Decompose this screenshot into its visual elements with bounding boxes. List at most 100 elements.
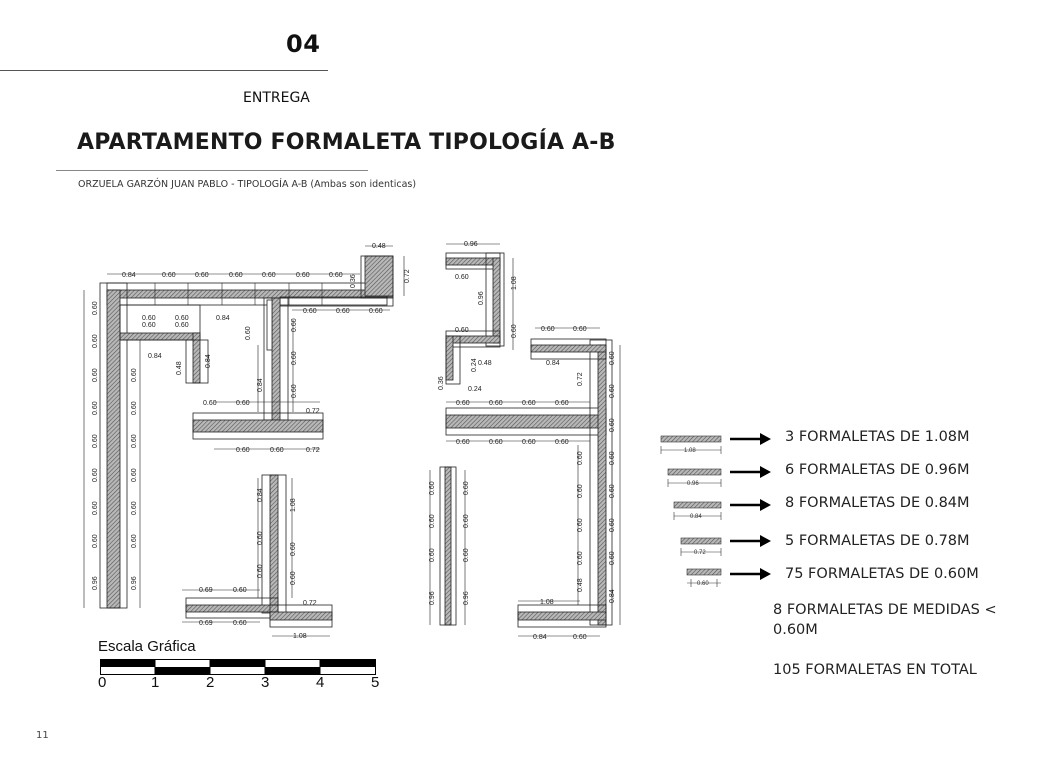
svg-text:0.60: 0.60 — [455, 327, 469, 334]
svg-text:0.60: 0.60 — [131, 468, 138, 482]
svg-text:0.72: 0.72 — [303, 600, 317, 607]
svg-text:0.60: 0.60 — [463, 481, 470, 495]
legend-item-1-08: 3 FORMALETAS DE 1.08M — [785, 429, 970, 445]
svg-text:0.60: 0.60 — [131, 368, 138, 382]
title-divider — [56, 170, 368, 171]
svg-text:0.60: 0.60 — [175, 315, 189, 322]
svg-text:0.72: 0.72 — [577, 372, 584, 386]
svg-text:0.72: 0.72 — [306, 447, 320, 454]
legend-item-0-60: 75 FORMALETAS DE 0.60M — [785, 566, 979, 582]
scale-ticks: 0 1 2 3 4 5 — [94, 674, 394, 694]
arrow-right-icon — [730, 535, 771, 547]
svg-text:0.60: 0.60 — [609, 518, 616, 532]
page-number: 11 — [36, 730, 49, 741]
svg-text:0.96: 0.96 — [92, 576, 99, 590]
svg-text:0.60: 0.60 — [522, 400, 536, 407]
svg-text:0.60: 0.60 — [233, 620, 247, 627]
svg-text:0.96: 0.96 — [464, 241, 478, 248]
svg-text:1.08: 1.08 — [540, 599, 554, 606]
svg-text:0.60: 0.60 — [262, 272, 276, 279]
svg-text:0.60: 0.60 — [336, 308, 350, 315]
svg-text:0.36: 0.36 — [438, 376, 445, 390]
page-title: APARTAMENTO FORMALETA TIPOLOGÍA A-B — [77, 130, 616, 155]
svg-text:0.60: 0.60 — [142, 315, 156, 322]
svg-text:0.60: 0.60 — [92, 434, 99, 448]
arrow-right-icon — [730, 499, 771, 511]
svg-text:0.96: 0.96 — [429, 591, 436, 605]
header-divider — [0, 70, 328, 71]
arrow-right-icon — [730, 466, 771, 478]
svg-text:0.60: 0.60 — [236, 447, 250, 454]
svg-text:0.24: 0.24 — [468, 386, 482, 393]
svg-text:0.60: 0.60 — [92, 334, 99, 348]
dimension-labels: 0.84 0.60 0.60 0.60 0.60 0.60 0.60 0.48 … — [122, 241, 587, 641]
svg-text:0.60: 0.60 — [609, 418, 616, 432]
svg-text:0.60: 0.60 — [697, 581, 709, 587]
page-subtitle: ORZUELA GARZÓN JUAN PABLO - TIPOLOGÍA A-… — [78, 179, 417, 190]
svg-text:0.60: 0.60 — [429, 514, 436, 528]
section-number: 04 — [286, 30, 321, 58]
svg-text:0.60: 0.60 — [489, 439, 503, 446]
svg-text:1.08: 1.08 — [511, 276, 518, 290]
svg-text:0.69: 0.69 — [199, 587, 213, 594]
svg-text:0.60: 0.60 — [609, 451, 616, 465]
graphic-scale-bar — [100, 659, 376, 675]
scale-tick: 3 — [261, 674, 270, 691]
svg-text:0.60: 0.60 — [456, 400, 470, 407]
legend-item-0-96: 6 FORMALETAS DE 0.96M — [785, 462, 970, 478]
svg-text:0.84: 0.84 — [533, 634, 547, 641]
svg-text:0.60: 0.60 — [245, 326, 252, 340]
svg-text:0.60: 0.60 — [577, 484, 584, 498]
svg-text:0.60: 0.60 — [511, 324, 518, 338]
svg-text:0.48: 0.48 — [372, 243, 386, 250]
svg-text:0.60: 0.60 — [291, 351, 298, 365]
svg-text:0.60: 0.60 — [131, 501, 138, 515]
formwork-floor-plans: 0.84 0.60 0.60 0.60 0.60 0.60 0.60 0.48 … — [83, 241, 621, 641]
svg-text:0.84: 0.84 — [690, 514, 702, 520]
svg-text:0.60: 0.60 — [236, 400, 250, 407]
svg-text:0.84: 0.84 — [122, 272, 136, 279]
svg-text:0.60: 0.60 — [142, 322, 156, 329]
svg-text:0.60: 0.60 — [257, 564, 264, 578]
svg-text:0.60: 0.60 — [573, 326, 587, 333]
svg-text:0.60: 0.60 — [291, 384, 298, 398]
svg-text:0.60: 0.60 — [463, 548, 470, 562]
svg-text:0.60: 0.60 — [541, 326, 555, 333]
scale-tick: 2 — [206, 674, 215, 691]
svg-text:0.60: 0.60 — [92, 401, 99, 415]
scale-tick: 5 — [371, 674, 380, 691]
arrow-right-icon — [730, 433, 771, 445]
svg-text:0.84: 0.84 — [148, 353, 162, 360]
svg-text:0.60: 0.60 — [195, 272, 209, 279]
small-formwork-note: 8 FORMALETAS DE MEDIDAS < 0.60M — [773, 602, 997, 638]
svg-text:0.96: 0.96 — [687, 481, 699, 487]
svg-text:0.84: 0.84 — [216, 315, 230, 322]
svg-text:0.60: 0.60 — [609, 484, 616, 498]
svg-text:0.60: 0.60 — [233, 587, 247, 594]
svg-text:0.60: 0.60 — [131, 434, 138, 448]
svg-text:0.60: 0.60 — [92, 534, 99, 548]
svg-text:0.60: 0.60 — [489, 400, 503, 407]
total-formwork: 105 FORMALETAS EN TOTAL — [773, 662, 977, 678]
plan-left — [83, 245, 405, 637]
svg-text:0.60: 0.60 — [229, 272, 243, 279]
svg-text:0.69: 0.69 — [199, 620, 213, 627]
svg-text:0.60: 0.60 — [577, 518, 584, 532]
svg-text:1.08: 1.08 — [290, 498, 297, 512]
svg-text:0.48: 0.48 — [478, 360, 492, 367]
scale-title: Escala Gráfica — [98, 638, 196, 655]
svg-text:0.96: 0.96 — [478, 291, 485, 305]
legend-samples: 1.08 0.96 0.84 0.72 0.60 — [660, 435, 722, 587]
svg-text:0.60: 0.60 — [577, 551, 584, 565]
svg-text:0.60: 0.60 — [131, 534, 138, 548]
svg-text:1.08: 1.08 — [684, 448, 696, 454]
svg-text:0.60: 0.60 — [329, 272, 343, 279]
svg-text:0.60: 0.60 — [577, 451, 584, 465]
svg-text:0.60: 0.60 — [429, 548, 436, 562]
svg-text:0.96: 0.96 — [131, 576, 138, 590]
svg-text:0.60: 0.60 — [92, 468, 99, 482]
svg-text:0.60: 0.60 — [609, 384, 616, 398]
svg-text:0.60: 0.60 — [175, 322, 189, 329]
scale-tick: 4 — [316, 674, 325, 691]
svg-text:0.60: 0.60 — [162, 272, 176, 279]
